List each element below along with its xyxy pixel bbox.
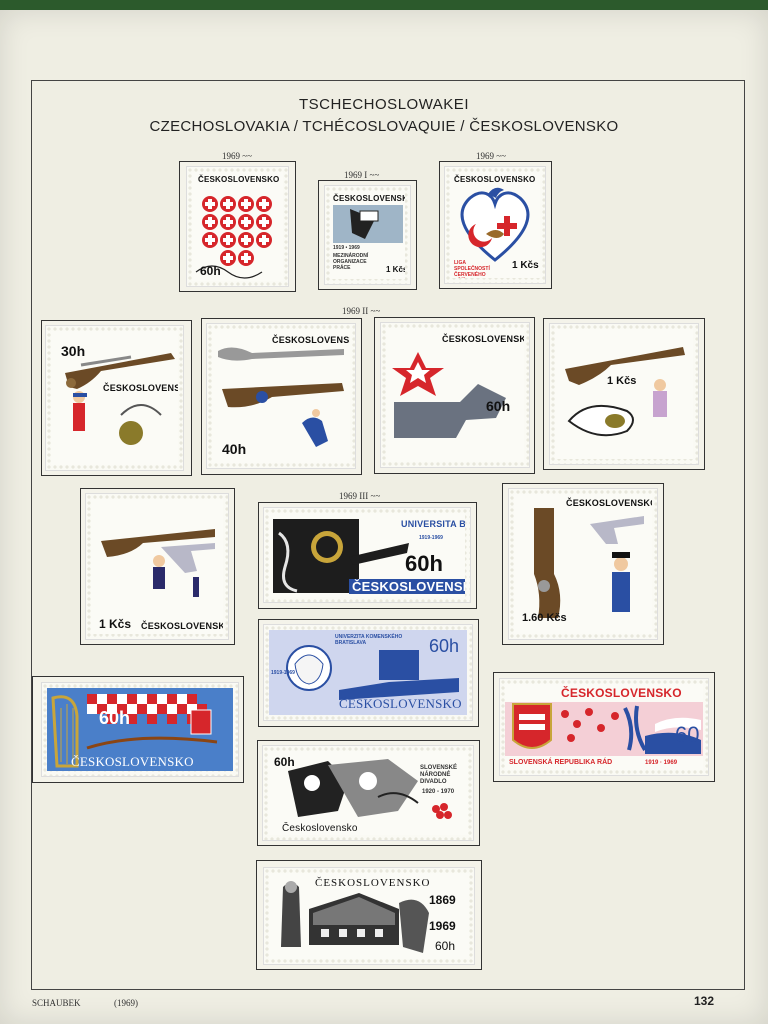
wheel-lock-gun-icon [218, 347, 344, 447]
ornate-pistol-icon [534, 508, 644, 618]
theatre-masks-icon [288, 759, 452, 819]
double-pistol-icon [101, 529, 215, 597]
footer-brand: SCHAUBEK [32, 998, 81, 1008]
house-and-figures-icon [281, 881, 429, 953]
harp-and-checkered-flag-icon [47, 688, 233, 771]
stamp-slovak-republic[interactable]: ČESKOSLOVENSKO 60 SLOVENSKÁ REPUBLIKA RÁ… [500, 679, 708, 775]
stamp-ilo[interactable]: ČESKOSLOVENSKO 1919 • 1969 MEZINÁRODNÍ O… [325, 186, 410, 284]
stamp-heart[interactable]: ČESKOSLOVENSKO LIGA SPOLEČNOSTÍ ČERVENÉH… [445, 167, 545, 283]
heart-crescent-cross-icon [460, 187, 530, 262]
stamp-gun-5[interactable]: 1 Kčs ČESKOSLOVENSKO [86, 494, 228, 639]
row-label-1969-right: 1969 ~~ [476, 151, 506, 161]
row-label-1969-i: 1969 I ~~ [344, 170, 380, 180]
stamp-theatre[interactable]: 60h SLOVENSKÉ NÁRODNÉ DIVADLO 1920 - 197… [263, 746, 473, 840]
stamp-red-cross[interactable]: ČESKOSLOVENSKO [187, 167, 288, 286]
page-number: 132 [694, 994, 715, 1008]
footer-year: (1969) [114, 998, 138, 1008]
stamp-gun-1[interactable]: 30h ČESKOSLOVENSKO [46, 326, 183, 470]
flintlock-pistol-icon [65, 353, 175, 445]
pistol-and-powder-flask-icon [565, 347, 685, 437]
stamp-museum[interactable]: ČESKOSLOVENSKO 1869 1969 60h [264, 868, 474, 964]
stamp-university-brno[interactable]: UNIVERSITA BRNO 1919-1969 60h ČESKOSLOVE… [264, 508, 470, 602]
ilo-emblem-icon [333, 205, 403, 243]
stamp-flag[interactable]: 60h ČESKOSLOVENSKO [42, 683, 238, 776]
row-label-1969-ii: 1969 II ~~ [342, 306, 381, 316]
stamp-gun-4[interactable]: 1 Kčs [550, 324, 698, 464]
red-cross-emblem-icon [195, 196, 272, 279]
page-title-german: TSCHECHOSLOWAKEI [299, 96, 469, 113]
page-title-multilingual: CZECHOSLOVAKIA / TCHÉCOSLOVAQUIE / ČESKO… [149, 118, 619, 135]
coat-of-arms-and-flowers-icon [505, 702, 703, 756]
comenius-university-icon [269, 630, 467, 715]
stamp-gun-6[interactable]: ČESKOSLOVENSKO 1.60 Kčs [509, 489, 657, 639]
stamp-gun-2[interactable]: ČESKOSLOVENSKO 40h [207, 324, 355, 468]
stamp-university-bratislava[interactable]: UNIVERZITA KOMENSKÉHO BRATISLAVA 1919-19… [264, 625, 472, 720]
star-and-gunpowder-icon [392, 352, 506, 438]
page-frame [31, 80, 745, 990]
row-label-1969-left: 1969 ~~ [222, 151, 252, 161]
row-label-1969-iii: 1969 III ~~ [339, 491, 381, 501]
university-seal-icon [273, 519, 409, 593]
stamp-gun-3[interactable]: ČESKOSLOVENSKO 60h [381, 323, 529, 467]
